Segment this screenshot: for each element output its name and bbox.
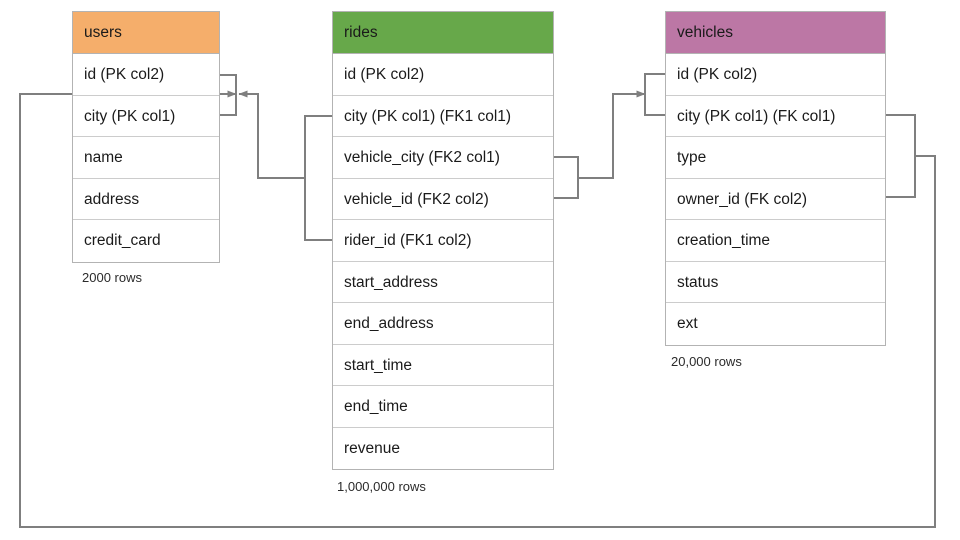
field-users-city[interactable]: city (PK col1): [73, 95, 219, 137]
field-vehicles-type[interactable]: type: [666, 137, 885, 179]
field-vehicles-ext[interactable]: ext: [666, 303, 885, 345]
field-rides-revenue[interactable]: revenue: [333, 427, 553, 469]
field-vehicles-owner-id[interactable]: owner_id (FK col2): [666, 178, 885, 220]
field-vehicles-creation-time[interactable]: creation_time: [666, 220, 885, 262]
relationship-rides-fk2-vehicles[interactable]: [554, 73, 665, 199]
field-rides-end-address[interactable]: end_address: [333, 303, 553, 345]
field-vehicles-status[interactable]: status: [666, 261, 885, 303]
field-rides-end-time[interactable]: end_time: [333, 386, 553, 428]
entity-rides[interactable]: rides id (PK col2) city (PK col1) (FK1 c…: [332, 11, 554, 470]
entity-rides-header: rides: [333, 12, 553, 54]
field-rides-city[interactable]: city (PK col1) (FK1 col1): [333, 95, 553, 137]
row-count-rides: 1,000,000 rows: [337, 479, 426, 494]
entity-vehicles[interactable]: vehicles id (PK col2) city (PK col1) (FK…: [665, 11, 886, 346]
field-rides-vehicle-city[interactable]: vehicle_city (FK2 col1): [333, 137, 553, 179]
field-rides-start-address[interactable]: start_address: [333, 261, 553, 303]
field-rides-vehicle-id[interactable]: vehicle_id (FK2 col2): [333, 178, 553, 220]
field-users-address[interactable]: address: [73, 178, 219, 220]
field-vehicles-city[interactable]: city (PK col1) (FK col1): [666, 95, 885, 137]
entity-users[interactable]: users id (PK col2) city (PK col1) name a…: [72, 11, 220, 263]
field-rides-id[interactable]: id (PK col2): [333, 54, 553, 96]
field-users-credit-card[interactable]: credit_card: [73, 220, 219, 262]
field-rides-rider-id[interactable]: rider_id (FK1 col2): [333, 220, 553, 262]
entity-users-header: users: [73, 12, 219, 54]
field-users-name[interactable]: name: [73, 137, 219, 179]
row-count-users: 2000 rows: [82, 270, 142, 285]
field-users-id[interactable]: id (PK col2): [73, 54, 219, 96]
row-count-vehicles: 20,000 rows: [671, 354, 742, 369]
field-rides-start-time[interactable]: start_time: [333, 344, 553, 386]
entity-vehicles-header: vehicles: [666, 12, 885, 54]
field-vehicles-id[interactable]: id (PK col2): [666, 54, 885, 96]
relationship-rides-fk1-users[interactable]: [220, 74, 332, 241]
